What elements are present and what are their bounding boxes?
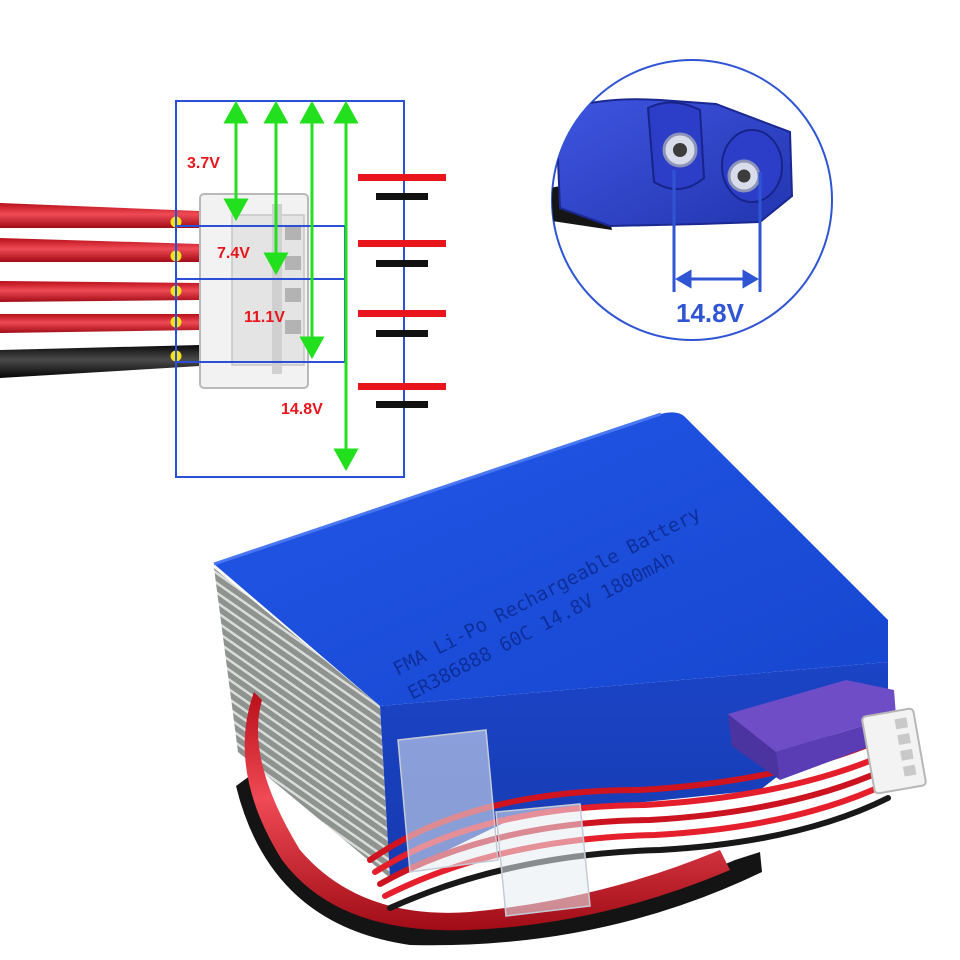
cell-wiring-diagram: 3.7V 7.4V 11.1V 14.8V xyxy=(0,100,446,478)
tape-left xyxy=(397,729,499,873)
balance-wire-1 xyxy=(0,203,200,228)
connector-inset: 14.8V xyxy=(551,59,833,341)
inset-measurement xyxy=(672,170,762,292)
voltage-arrows xyxy=(223,100,359,472)
balance-wires xyxy=(0,203,200,378)
jst-balance-plug xyxy=(861,707,927,795)
side-wrap xyxy=(214,568,390,878)
balance-wire-4 xyxy=(0,314,200,333)
tape-right xyxy=(495,803,591,917)
balance-wire-3 xyxy=(0,281,200,302)
balance-wire-ground xyxy=(0,345,200,378)
voltage-label-14-8: 14.8V xyxy=(281,401,323,418)
balance-connector xyxy=(199,193,309,389)
battery-top-face xyxy=(214,412,888,706)
voltage-label-3-7: 3.7V xyxy=(187,155,220,172)
balance-wire-2 xyxy=(0,238,200,262)
voltage-label-11-1: 11.1V xyxy=(244,309,285,326)
voltage-label-7-4: 7.4V xyxy=(217,245,250,262)
inset-voltage-label: 14.8V xyxy=(676,298,745,328)
cell-symbols xyxy=(358,174,446,408)
battery-pack: FMA Li-Po Rechargeable Battery ER386888 … xyxy=(213,412,927,946)
